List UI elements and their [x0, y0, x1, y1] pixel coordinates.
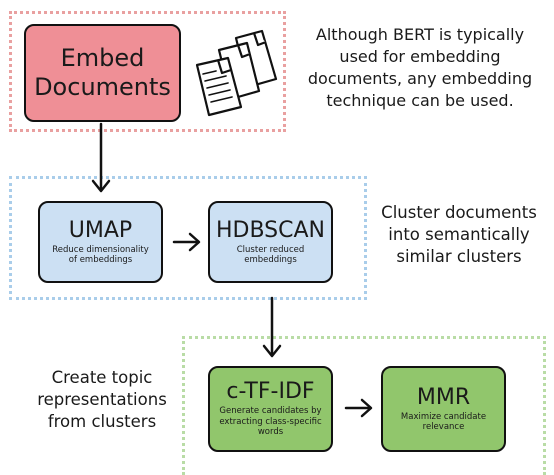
- cluster-stage-region: [9, 176, 367, 300]
- embedding-note-line4: technique can be used.: [326, 91, 514, 110]
- mmr-box: MMR Maximize candidate relevance: [381, 366, 506, 452]
- ctfidf-title: c-TF-IDF: [226, 379, 315, 405]
- hdbscan-box: HDBSCAN Cluster reduced embeddings: [208, 201, 333, 283]
- embedding-note-line1: Although BERT is typically: [315, 25, 525, 44]
- ctfidf-sub-line3: words: [257, 427, 284, 438]
- cluster-note-line1: Cluster documents: [381, 203, 537, 222]
- topic-note-line3: from clusters: [47, 412, 157, 431]
- topic-note-line2: representations: [37, 390, 167, 409]
- embedding-note-line2: used for embedding: [339, 47, 501, 66]
- ctfidf-box: c-TF-IDF Generate candidates by extracti…: [208, 366, 333, 452]
- arrow-ctfidf-to-mmr: [344, 398, 373, 418]
- embed-stage-region: [9, 11, 286, 132]
- topic-stage-region: [182, 336, 546, 475]
- hdbscan-title: HDBSCAN: [215, 217, 326, 243]
- arrow-umap-to-hdbscan: [172, 232, 201, 252]
- mmr-sub-line2: relevance: [422, 422, 465, 432]
- umap-title: UMAP: [68, 217, 133, 243]
- embedding-note: Although BERT is typically used for embe…: [298, 24, 542, 112]
- arrow-embed-to-umap: [91, 122, 111, 193]
- mmr-sub-line1: Maximize candidate: [400, 411, 487, 422]
- umap-sub-line2: of embeddings: [68, 255, 133, 265]
- embed-documents-line1: Embed: [60, 44, 145, 72]
- umap-sub-line1: Reduce dimensionality: [52, 244, 149, 255]
- embedding-note-line3: documents, any embedding: [307, 69, 533, 88]
- cluster-note-line2: into semantically: [388, 225, 530, 244]
- cluster-note-line3: similar clusters: [396, 247, 522, 266]
- hdbscan-sub-line2: embeddings: [244, 255, 297, 265]
- cluster-note: Cluster documents into semantically simi…: [372, 202, 546, 268]
- topic-note-line1: Create topic: [51, 368, 153, 387]
- topic-note: Create topic representations from cluste…: [22, 367, 182, 433]
- hdbscan-sub-line1: Cluster reduced: [236, 244, 305, 255]
- ctfidf-sub-line2: extracting class-specific: [219, 416, 322, 427]
- ctfidf-sub-line1: Generate candidates by: [219, 406, 322, 417]
- embed-documents-line2: Documents: [34, 73, 171, 101]
- mmr-title: MMR: [416, 384, 471, 410]
- umap-box: UMAP Reduce dimensionality of embeddings: [38, 201, 163, 283]
- arrow-hdbscan-to-ctfidf: [262, 296, 282, 358]
- embed-documents-box: Embed Documents: [24, 24, 181, 122]
